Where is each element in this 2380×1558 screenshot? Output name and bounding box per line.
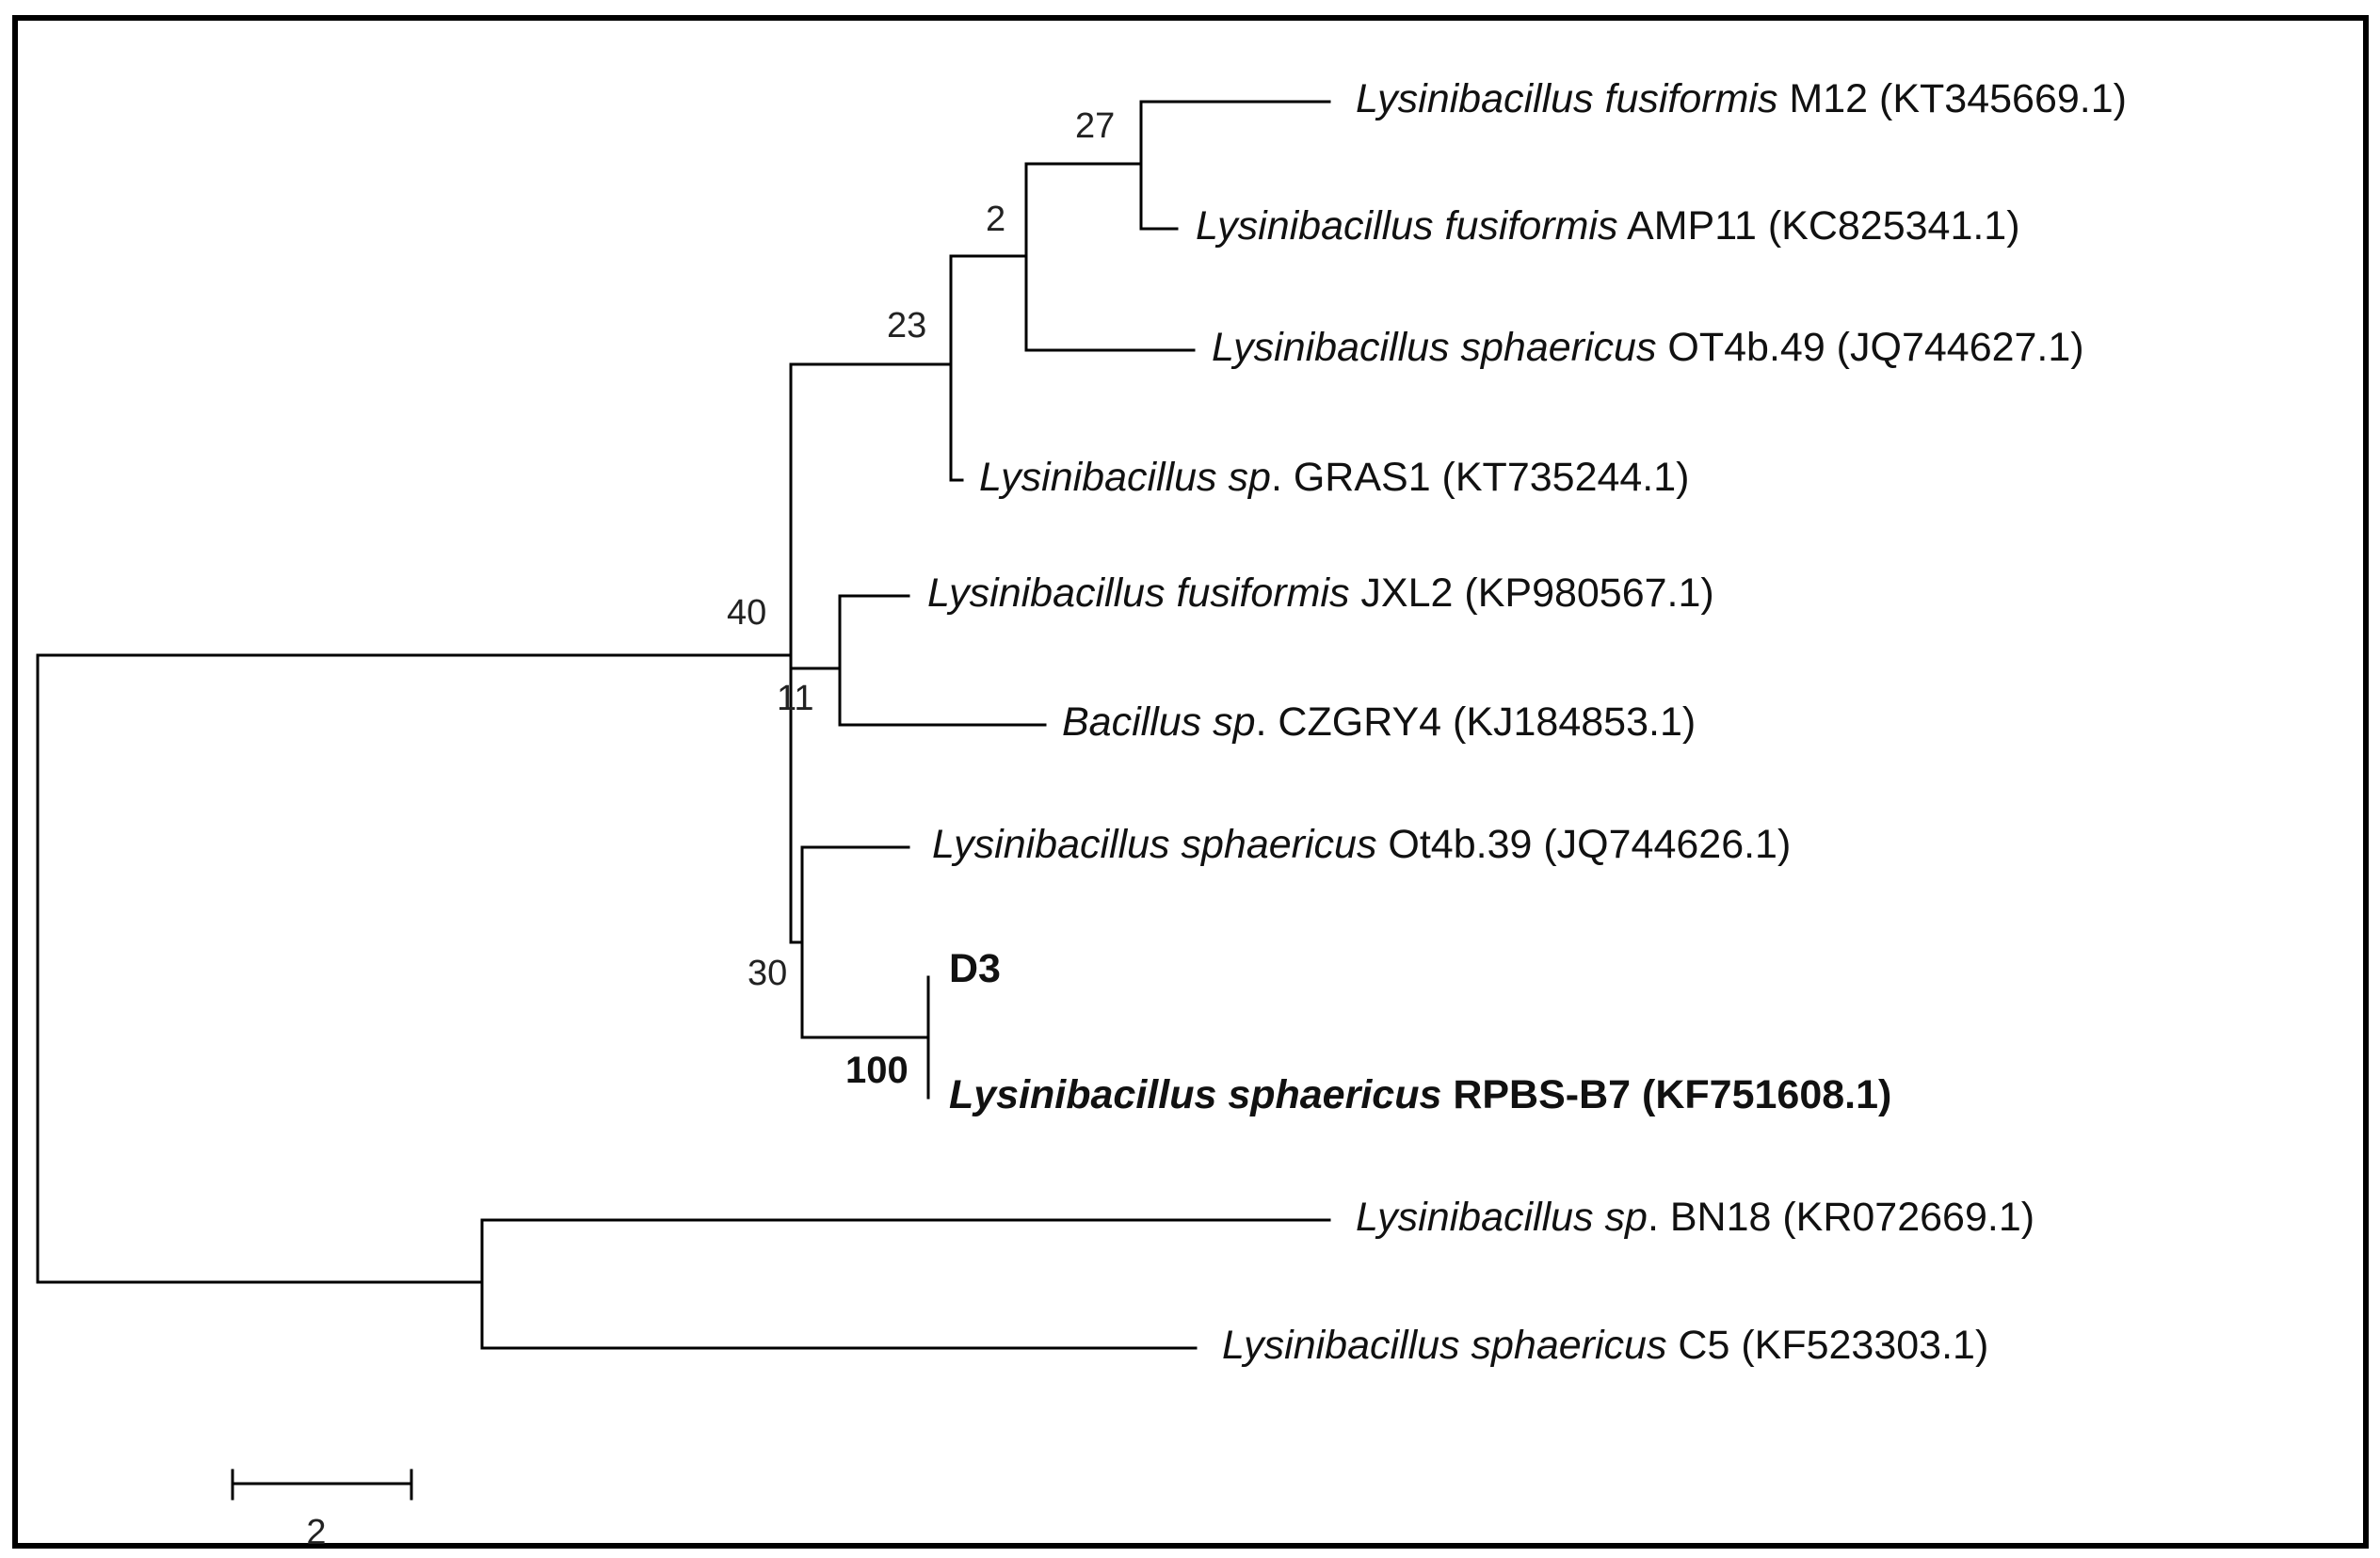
- support-value-40: 40: [727, 593, 766, 633]
- leaf-label-sphaericus-c5: Lysinibacillus sphaericus C5 (KF523303.1…: [1222, 1323, 1988, 1368]
- leaf-label-d3: D3: [949, 946, 1001, 991]
- leaf-label-sp-gras1: Lysinibacillus sp. GRAS1 (KT735244.1): [979, 455, 1690, 500]
- scale-bar: 2: [231, 1469, 413, 1552]
- leaf-labels: Lysinibacillus fusiformis M12 (KT345669.…: [927, 76, 2127, 1368]
- support-value-2: 2: [986, 200, 1005, 239]
- leaf-label-fusiformis-m12: Lysinibacillus fusiformis M12 (KT345669.…: [1356, 76, 2127, 121]
- support-values: 27 2 23 40 11 30 100: [727, 106, 1115, 1091]
- leaf-label-bacillus-czgry4: Bacillus sp. CZGRY4 (KJ184853.1): [1062, 699, 1696, 745]
- support-value-100: 100: [845, 1050, 909, 1091]
- figure-frame: [12, 15, 2369, 1549]
- leaf-label-sphaericus-rpbs-b7: Lysinibacillus sphaericus RPBS-B7 (KF751…: [949, 1072, 1891, 1117]
- tree-branches: [36, 100, 1331, 1350]
- leaf-label-fusiformis-amp11: Lysinibacillus fusiformis AMP11 (KC82534…: [1196, 203, 2020, 249]
- scale-bar-label: 2: [306, 1513, 326, 1552]
- leaf-label-fusiformis-jxl2: Lysinibacillus fusiformis JXL2 (KP980567…: [927, 570, 1714, 616]
- support-value-27: 27: [1075, 106, 1115, 146]
- support-value-23: 23: [887, 306, 926, 345]
- leaf-label-sphaericus-ot4b39: Lysinibacillus sphaericus Ot4b.39 (JQ744…: [932, 822, 1791, 867]
- support-value-30: 30: [748, 954, 787, 993]
- support-value-11: 11: [777, 679, 813, 718]
- leaf-label-sp-bn18: Lysinibacillus sp. BN18 (KR072669.1): [1356, 1195, 2034, 1240]
- leaf-label-sphaericus-ot4b49: Lysinibacillus sphaericus OT4b.49 (JQ744…: [1212, 325, 2084, 370]
